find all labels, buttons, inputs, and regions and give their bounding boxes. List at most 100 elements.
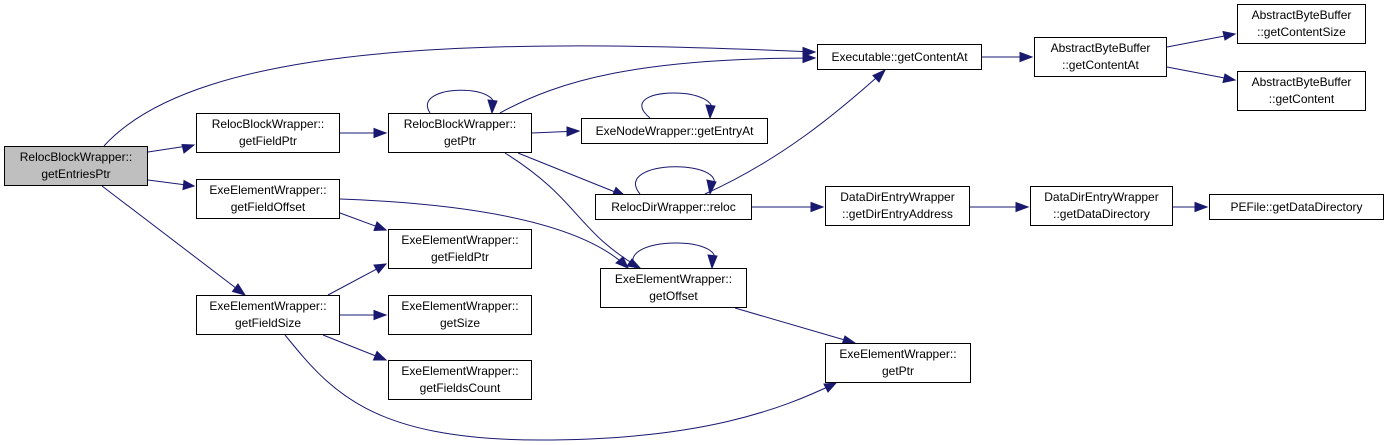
edge-line xyxy=(641,92,713,119)
arrowhead-icon xyxy=(182,179,196,191)
node-label-line1: AbstractByteBuffer xyxy=(1251,75,1352,89)
node-label-line2: getSize xyxy=(439,316,481,330)
edge-entries-to-field-offset xyxy=(147,179,196,191)
node-reloc-dir-wrapper-reloc[interactable]: RelocDirWrapper::reloc xyxy=(595,194,752,220)
node-label-line1: RelocBlockWrapper:: xyxy=(19,150,133,164)
edge-line xyxy=(734,307,856,344)
node-label-line2: getFieldSize xyxy=(234,316,302,330)
node-label-line1: ExeElementWrapper:: xyxy=(401,364,519,378)
node-label-line2: ::getDataDirectory xyxy=(1053,207,1150,221)
node-label-line2: ::getContentAt xyxy=(1062,58,1139,72)
node-label-line1: ExeElementWrapper:: xyxy=(401,299,519,313)
node-exe-element-wrapper-get-ptr[interactable]: ExeElementWrapper:: getPtr xyxy=(825,343,971,383)
node-label: ExeNodeWrapper::getEntryAt xyxy=(595,123,754,138)
node-label-line1: DataDirEntryWrapper xyxy=(1044,190,1159,204)
node-exe-node-wrapper-get-entry-at[interactable]: ExeNodeWrapper::getEntryAt xyxy=(581,118,768,144)
node-label-line2: ::getContent xyxy=(1268,92,1335,106)
edge-line xyxy=(517,152,626,197)
edge-field-offset-to-get-offset xyxy=(339,198,629,269)
node-label-line1: ExeElementWrapper:: xyxy=(401,233,519,247)
edge-entries-to-field-size xyxy=(101,185,247,296)
node-exe-element-wrapper-get-fields-count[interactable]: ExeElementWrapper:: getFieldsCount xyxy=(388,360,532,400)
edge-get-offset-self-loop xyxy=(632,242,718,270)
node-label-line2: getFieldOffset xyxy=(230,200,306,214)
arrowhead-icon xyxy=(373,127,388,139)
arrowhead-icon xyxy=(1015,201,1030,213)
node-label-line1: AbstractByteBuffer xyxy=(1050,41,1151,55)
arrowhead-icon xyxy=(615,256,629,269)
arrowhead-icon xyxy=(810,201,825,213)
node-label-line2: getFieldPtr xyxy=(430,250,490,264)
node-data-dir-entry-wrapper-get-data-directory[interactable]: DataDirEntryWrapper ::getDataDirectory xyxy=(1030,186,1173,226)
node-label: RelocDirWrapper::reloc xyxy=(611,199,736,214)
edge-data-directory-to-pe-file xyxy=(1173,201,1209,213)
node-label-line2: getEntriesPtr xyxy=(41,167,111,181)
arrowhead-icon xyxy=(1194,201,1209,213)
arrowhead-icon xyxy=(705,104,716,120)
arrowhead-icon xyxy=(802,52,817,64)
node-executable-get-content-at[interactable]: Executable::getContentAt xyxy=(817,44,982,70)
edge-line xyxy=(635,166,715,195)
edge-rbw-ptr-to-get-entry-at xyxy=(531,126,581,137)
edge-get-entry-at-self-loop xyxy=(641,92,716,120)
arrowhead-icon xyxy=(373,263,388,274)
arrowhead-icon xyxy=(373,221,388,232)
node-label-line1: DataDirEntryWrapper xyxy=(840,190,955,204)
edge-abb-content-at-to-content-size xyxy=(1166,30,1237,48)
node-label: Executable::getContentAt xyxy=(831,49,968,64)
arrowhead-icon xyxy=(823,382,838,393)
node-abstract-byte-buffer-get-content[interactable]: AbstractByteBuffer ::getContent xyxy=(1237,71,1366,111)
node-label-line2: getFieldPtr xyxy=(238,134,298,148)
edge-entries-to-rbw-field-ptr xyxy=(147,143,196,154)
node-exe-element-wrapper-get-field-offset[interactable]: ExeElementWrapper:: getFieldOffset xyxy=(196,179,340,219)
node-label-line2: getOffset xyxy=(649,289,698,303)
edge-line xyxy=(426,89,495,114)
arrowhead-icon xyxy=(566,126,581,137)
edge-rbw-ptr-self-loop xyxy=(426,89,498,115)
node-label-line1: ExeElementWrapper:: xyxy=(209,183,327,197)
arrowhead-icon xyxy=(872,68,887,83)
edge-line xyxy=(704,69,886,195)
edge-field-offset-to-field-ptr xyxy=(339,212,388,232)
edge-line xyxy=(284,334,837,441)
node-label-line2: getPtr xyxy=(443,134,476,148)
node-label-line1: AbstractByteBuffer xyxy=(1251,8,1352,22)
node-label-line1: ExeElementWrapper:: xyxy=(839,347,957,361)
edge-field-size-to-field-ptr xyxy=(327,263,388,296)
node-label-line1: RelocBlockWrapper:: xyxy=(403,117,517,131)
arrowhead-icon xyxy=(1222,30,1237,41)
arrowhead-icon xyxy=(231,283,247,296)
node-label-line2: ::getContentSize xyxy=(1257,25,1346,39)
arrowhead-icon xyxy=(372,350,388,361)
node-abstract-byte-buffer-get-content-at[interactable]: AbstractByteBuffer ::getContentAt xyxy=(1034,37,1167,77)
arrowhead-icon xyxy=(373,309,388,321)
node-label-line2: getPtr xyxy=(881,364,914,378)
edge-field-size-to-get-ptr xyxy=(284,334,838,441)
node-exe-element-wrapper-get-size[interactable]: ExeElementWrapper:: getSize xyxy=(388,295,532,335)
node-abstract-byte-buffer-get-content-size[interactable]: AbstractByteBuffer ::getContentSize xyxy=(1237,4,1366,44)
edge-rbw-field-ptr-to-rbw-ptr xyxy=(340,127,388,139)
edge-line xyxy=(339,198,629,269)
node-reloc-block-wrapper-get-field-ptr[interactable]: RelocBlockWrapper:: getFieldPtr xyxy=(196,113,340,153)
node-pe-file-get-data-directory[interactable]: PEFile::getDataDirectory xyxy=(1209,194,1384,220)
node-exe-element-wrapper-get-field-ptr[interactable]: ExeElementWrapper:: getFieldPtr xyxy=(388,229,532,269)
edge-field-size-to-get-size xyxy=(340,309,388,321)
edge-line xyxy=(499,57,816,114)
node-data-dir-entry-wrapper-get-dir-entry-address[interactable]: DataDirEntryWrapper ::getDirEntryAddress xyxy=(825,186,970,226)
edge-rbw-ptr-to-reloc xyxy=(517,152,627,197)
edge-line xyxy=(632,242,716,269)
arrowhead-icon xyxy=(1019,51,1034,63)
node-label-line1: RelocBlockWrapper:: xyxy=(211,117,325,131)
node-label: PEFile::getDataDirectory xyxy=(1230,199,1363,214)
arrowhead-icon xyxy=(1222,73,1237,84)
edge-rbw-ptr-to-get-content-at xyxy=(499,52,817,114)
edge-line xyxy=(101,185,246,296)
node-exe-element-wrapper-get-offset[interactable]: ExeElementWrapper:: getOffset xyxy=(600,268,747,308)
edge-line xyxy=(103,45,816,147)
node-exe-element-wrapper-get-field-size[interactable]: ExeElementWrapper:: getFieldSize xyxy=(196,295,340,335)
node-reloc-block-wrapper-get-ptr[interactable]: RelocBlockWrapper:: getPtr xyxy=(388,113,532,153)
arrowhead-icon xyxy=(181,143,196,154)
edge-reloc-to-get-content-at xyxy=(704,68,887,195)
